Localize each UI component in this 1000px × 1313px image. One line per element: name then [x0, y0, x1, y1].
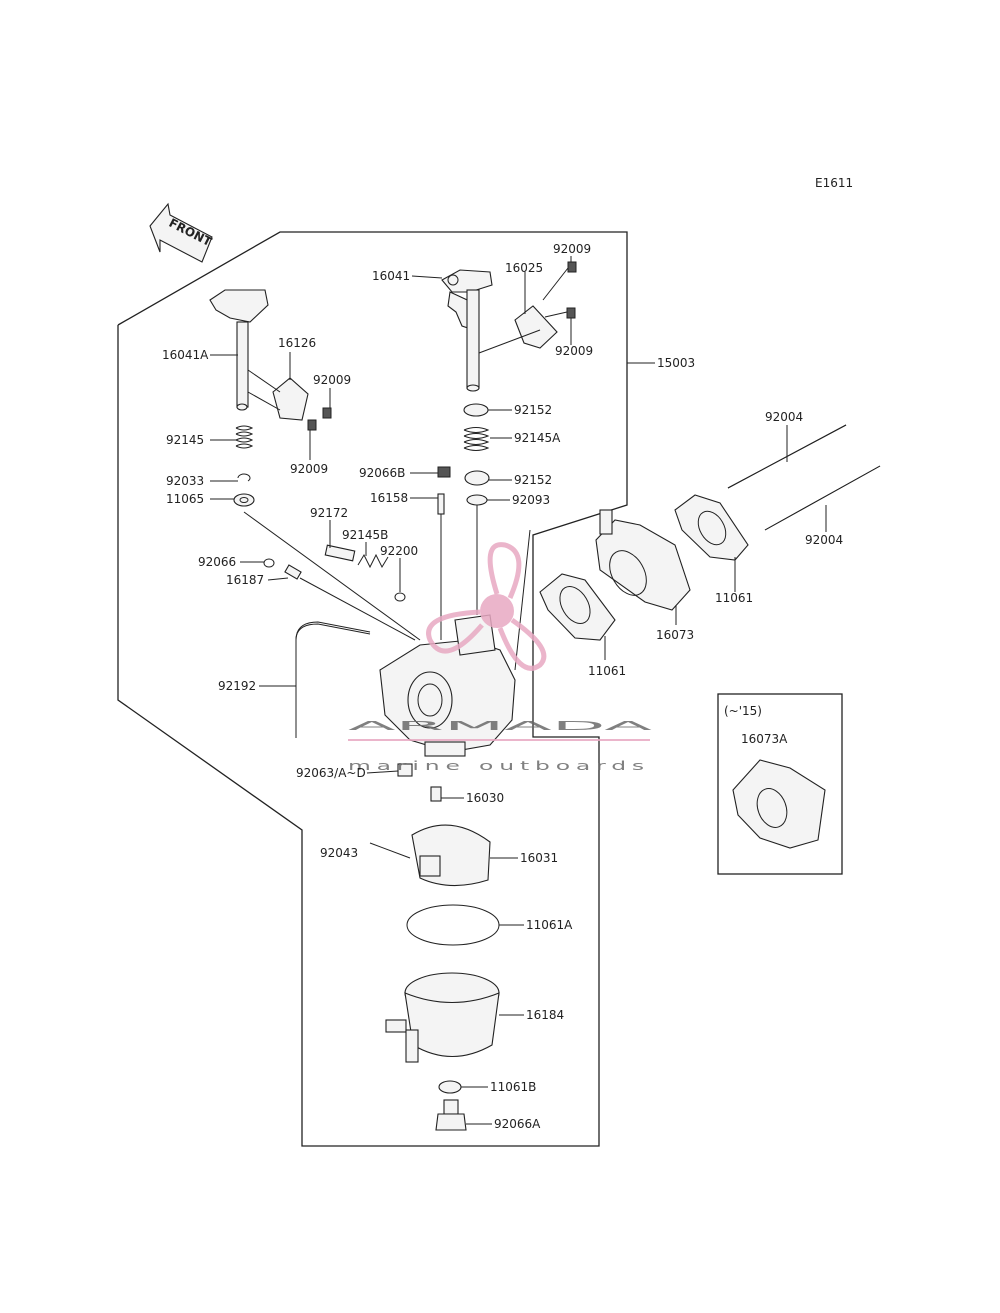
gasket-11061-rear: [674, 494, 749, 561]
spacer-16073a: [732, 759, 826, 849]
part-label: 11061: [715, 591, 753, 605]
part-label: 16041: [372, 269, 410, 283]
gasket-11061-front: [539, 573, 616, 641]
center-small-parts: [437, 403, 490, 640]
part-label: 11061: [588, 664, 626, 678]
o-ring-11061a: [406, 904, 500, 946]
part-label: 92152: [514, 403, 552, 417]
part-label: 16126: [278, 336, 316, 350]
part-label: 92192: [218, 679, 256, 693]
part-label: 16184: [526, 1008, 564, 1022]
left-small-parts: [233, 425, 421, 641]
watermark-tagline: marine outboards: [348, 759, 650, 773]
part-label: 92033: [166, 474, 204, 488]
leader-lines: [210, 256, 827, 1125]
part-label: 16158: [370, 491, 408, 505]
part-label: 16073: [656, 628, 694, 642]
watermark-brand: ARMADA: [348, 719, 657, 733]
part-label: 92043: [320, 846, 358, 860]
part-label: 92066: [198, 555, 236, 569]
part-label: 92200: [380, 544, 418, 558]
part-label: 16030: [466, 791, 504, 805]
washer-11061b: [438, 1080, 462, 1094]
float-16031: [369, 824, 491, 887]
part-label: 11061A: [526, 918, 573, 932]
part-label: 92063/A~D: [296, 766, 366, 780]
part-labels: 16041 16025 92009 92009 15003 16041A 161…: [162, 242, 843, 1131]
part-label: 92009: [313, 373, 351, 387]
part-label: 92145B: [342, 528, 388, 542]
part-label: 92066B: [359, 466, 405, 480]
part-label: 92145A: [514, 431, 561, 445]
part-label: 11065: [166, 492, 204, 506]
choke-shaft-assembly: [209, 289, 332, 431]
drain-bolt-92066a: [435, 1099, 467, 1131]
part-label: 15003: [657, 356, 695, 370]
part-label: 92172: [310, 506, 348, 520]
part-label: 11061B: [490, 1080, 536, 1094]
part-label: 92004: [805, 533, 843, 547]
watermark-logo: ARMADA marine outboards: [348, 542, 657, 773]
part-label: 92009: [290, 462, 328, 476]
carburetor-body: [379, 614, 516, 757]
part-label: 16041A: [162, 348, 209, 362]
inset-frame: [717, 693, 843, 875]
assembly-frame: [117, 231, 628, 1147]
part-label: 16025: [505, 261, 543, 275]
part-label: 16031: [520, 851, 558, 865]
part-label: 92145: [166, 433, 204, 447]
inset-note: (~'15): [724, 704, 762, 718]
part-label: 92093: [512, 493, 550, 507]
float-bowl-16184: [385, 972, 500, 1063]
diagram-code: E1611: [815, 176, 853, 190]
throttle-shaft-assembly: [441, 261, 577, 392]
propeller-logo-icon: [426, 542, 547, 671]
studs-92004: [727, 424, 881, 531]
part-label: 16073A: [741, 732, 788, 746]
part-label: 92009: [553, 242, 591, 256]
part-label: 92066A: [494, 1117, 541, 1131]
part-label: 92004: [765, 410, 803, 424]
part-label: 92152: [514, 473, 552, 487]
part-label: 92009: [555, 344, 593, 358]
part-label: 16187: [226, 573, 264, 587]
front-arrow-icon: FRONT: [149, 202, 215, 263]
jets: [397, 763, 442, 802]
spacer-16073: [595, 509, 691, 611]
idle-screw-parts: [263, 544, 416, 641]
